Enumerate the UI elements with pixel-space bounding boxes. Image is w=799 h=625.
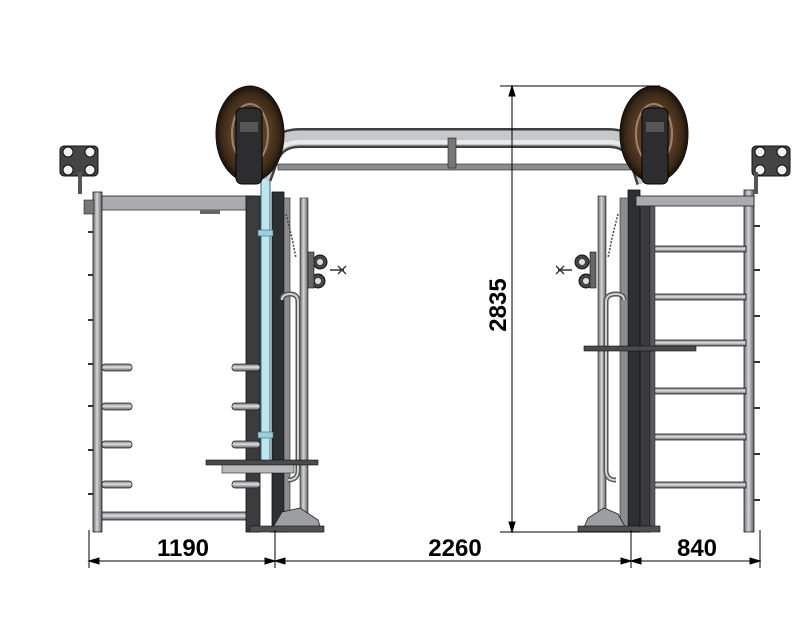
right-wheel-icon — [619, 85, 689, 185]
dimension-right-width: 840 — [677, 535, 717, 562]
dimension-left-width: 1190 — [157, 535, 209, 562]
right-rack — [555, 189, 760, 533]
dimension-center-width: 2260 — [428, 535, 481, 562]
dimension-height: 2835 — [485, 278, 512, 331]
left-band-peg-icon — [59, 145, 99, 215]
left-pulley-icon — [307, 251, 347, 289]
left-wheel-icon — [215, 85, 285, 185]
right-band-peg-icon — [751, 145, 791, 194]
top-crossbar — [252, 128, 656, 185]
dimension-lines — [87, 84, 762, 568]
left-rack — [88, 171, 347, 533]
right-pulley-icon — [555, 251, 597, 289]
